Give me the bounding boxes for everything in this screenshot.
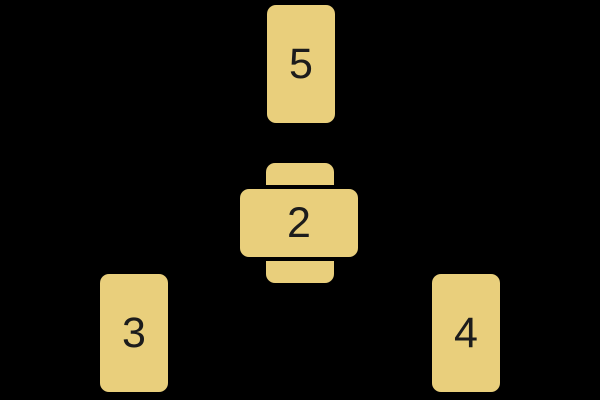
card-number-label: 4 [454,308,478,357]
card-number-label: 2 [287,198,311,247]
card-number-label: 5 [289,39,313,88]
card-position-bottom-left[interactable]: 3 [100,274,168,392]
card-position-center-front[interactable]: 2 [240,189,358,257]
card-position-top-center[interactable]: 5 [267,5,335,123]
card-number-label: 3 [122,308,146,357]
card-position-bottom-right[interactable]: 4 [432,274,500,392]
